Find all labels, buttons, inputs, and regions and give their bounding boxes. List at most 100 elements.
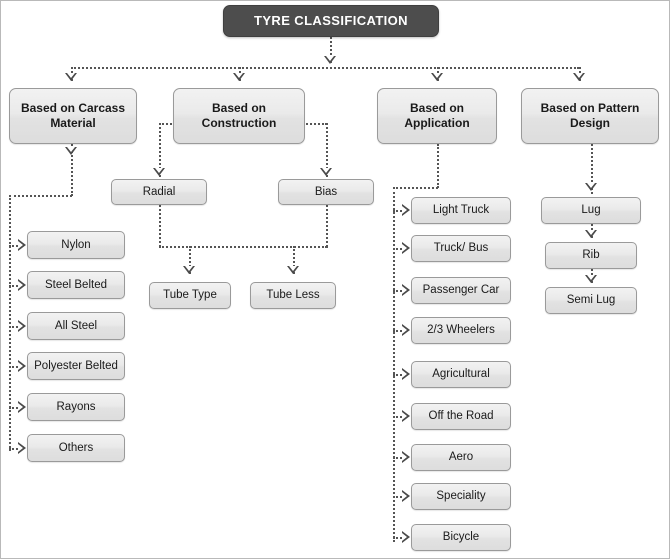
- node-construction-sub-item-0[interactable]: Tube Type: [149, 282, 231, 309]
- arrow-construction-to-radial: [153, 168, 165, 176]
- connector-construction-sub-bus: [159, 246, 327, 248]
- connector-construction-right-elbow: [303, 123, 327, 125]
- connector-carcass-stem: [71, 144, 73, 196]
- arrow-bus-to-tube-type: [183, 266, 195, 274]
- node-branch-application[interactable]: Based on Application: [377, 88, 497, 144]
- arrow-application-item-2: [402, 284, 410, 296]
- arrow-construction-to-bias: [320, 168, 332, 176]
- node-carcass-item-1-label: Steel Belted: [44, 278, 107, 291]
- node-application-item-8[interactable]: Bicycle: [411, 524, 511, 551]
- node-branch-pattern[interactable]: Based on Pattern Design: [521, 88, 659, 144]
- arrow-carcass-item-5: [18, 442, 26, 454]
- node-carcass-item-5-label: Others: [58, 441, 94, 454]
- connector-application-item-4: [393, 374, 405, 376]
- node-carcass-item-4[interactable]: Rayons: [27, 393, 125, 421]
- connector-carcass-item-4: [9, 407, 21, 409]
- arrow-carcass-item-2: [18, 320, 26, 332]
- connector-application-item-3: [393, 330, 405, 332]
- connector-construction-to-bias: [326, 123, 328, 177]
- node-branch-construction[interactable]: Based on Construction: [173, 88, 305, 144]
- node-application-item-6[interactable]: Aero: [411, 444, 511, 471]
- node-application-item-7[interactable]: Speciality: [411, 483, 511, 510]
- node-construction-item-1-label: Bias: [314, 185, 338, 198]
- node-application-item-0[interactable]: Light Truck: [411, 197, 511, 224]
- node-application-item-0-label: Light Truck: [432, 204, 490, 217]
- node-root-label: TYRE CLASSIFICATION: [254, 12, 408, 28]
- node-construction-sub-item-1-label: Tube Less: [266, 289, 320, 302]
- node-pattern-item-0[interactable]: Lug: [541, 197, 641, 224]
- node-carcass-item-3[interactable]: Polyester Belted: [27, 352, 125, 380]
- node-pattern-item-2-label: Semi Lug: [566, 294, 616, 307]
- node-application-item-7-label: Speciality: [436, 490, 486, 503]
- node-construction-item-0-label: Radial: [142, 185, 176, 198]
- arrow-application-item-8: [402, 531, 410, 543]
- node-carcass-item-4-label: Rayons: [56, 400, 96, 413]
- connector-carcass-item-3: [9, 366, 21, 368]
- node-carcass-item-0-label: Nylon: [61, 238, 91, 251]
- node-carcass-item-2[interactable]: All Steel: [27, 312, 125, 340]
- arrow-pattern-stem: [585, 183, 597, 191]
- node-application-item-6-label: Aero: [448, 451, 474, 464]
- connector-application-item-1: [393, 248, 405, 250]
- arrow-application-item-4: [402, 368, 410, 380]
- node-root[interactable]: TYRE CLASSIFICATION: [223, 5, 439, 37]
- node-construction-item-1[interactable]: Bias: [278, 179, 374, 205]
- node-application-item-1[interactable]: Truck/ Bus: [411, 235, 511, 262]
- connector-application-item-2: [393, 290, 405, 292]
- arrow-lug-to-rib: [585, 230, 597, 238]
- arrow-carcass-stem: [65, 147, 77, 155]
- arrow-application-item-5: [402, 410, 410, 422]
- connector-construction-left-elbow: [159, 123, 175, 125]
- node-application-item-5[interactable]: Off the Road: [411, 403, 511, 430]
- connector-application-item-6: [393, 457, 405, 459]
- connector-radial-down: [159, 205, 161, 247]
- node-application-item-2[interactable]: Passenger Car: [411, 277, 511, 304]
- node-pattern-item-2[interactable]: Semi Lug: [545, 287, 637, 314]
- node-carcass-item-5[interactable]: Others: [27, 434, 125, 462]
- connector-carcass-item-2: [9, 326, 21, 328]
- connector-pattern-stem: [591, 144, 593, 194]
- arrow-application-item-7: [402, 490, 410, 502]
- node-construction-item-0[interactable]: Radial: [111, 179, 207, 205]
- arrow-bus-to-pattern: [573, 73, 585, 81]
- connector-carcass-item-5: [9, 448, 21, 450]
- arrow-application-item-0: [402, 204, 410, 216]
- arrow-application-item-6: [402, 451, 410, 463]
- node-branch-pattern-label: Based on Pattern Design: [540, 101, 640, 130]
- node-branch-construction-label: Based on Construction: [201, 101, 277, 130]
- arrow-bus-to-tube-less: [287, 266, 299, 274]
- arrow-carcass-item-1: [18, 279, 26, 291]
- node-carcass-item-0[interactable]: Nylon: [27, 231, 125, 259]
- node-application-item-1-label: Truck/ Bus: [433, 242, 489, 255]
- connector-application-elbow: [393, 187, 438, 189]
- connector-main-bus: [71, 67, 579, 69]
- connector-application-item-5: [393, 416, 405, 418]
- node-pattern-item-1[interactable]: Rib: [545, 242, 637, 269]
- node-branch-application-label: Based on Application: [404, 101, 470, 130]
- arrow-root-stem: [324, 56, 336, 64]
- connector-application-item-0: [393, 210, 405, 212]
- node-construction-sub-item-1[interactable]: Tube Less: [250, 282, 336, 309]
- joint-construction-sub-left: [159, 246, 161, 248]
- connector-construction-to-radial: [159, 123, 161, 177]
- arrow-bus-to-construction: [233, 73, 245, 81]
- node-application-item-3[interactable]: 2/3 Wheelers: [411, 317, 511, 344]
- connector-application-item-8: [393, 537, 405, 539]
- node-application-item-4[interactable]: Agricultural: [411, 361, 511, 388]
- arrow-application-item-1: [402, 242, 410, 254]
- node-construction-sub-item-0-label: Tube Type: [163, 289, 217, 302]
- arrow-carcass-item-4: [18, 401, 26, 413]
- node-carcass-item-3-label: Polyester Belted: [34, 359, 118, 372]
- node-carcass-item-1[interactable]: Steel Belted: [27, 271, 125, 299]
- arrow-application-item-3: [402, 324, 410, 336]
- connector-root-stem: [330, 37, 332, 63]
- connector-carcass-bus: [9, 195, 11, 451]
- node-application-item-4-label: Agricultural: [432, 368, 490, 381]
- arrow-carcass-item-0: [18, 239, 26, 251]
- connector-bus-to-tube-less: [293, 246, 295, 274]
- node-pattern-item-0-label: Lug: [581, 204, 601, 217]
- node-carcass-item-2-label: All Steel: [54, 319, 98, 332]
- connector-application-bus: [393, 187, 395, 542]
- node-branch-carcass[interactable]: Based on Carcass Material: [9, 88, 137, 144]
